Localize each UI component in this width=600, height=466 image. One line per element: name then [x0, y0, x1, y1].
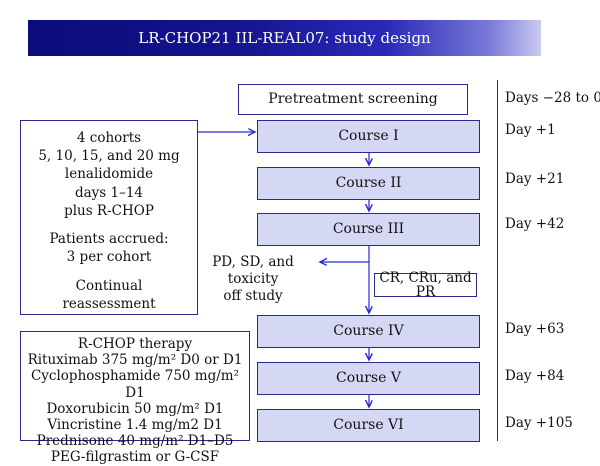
course-label: Course I [338, 128, 399, 145]
cohort-line: Continual [75, 277, 143, 294]
off-study-line: PD, SD, and toxicity [212, 254, 294, 287]
cohort-line: lenalidomide [64, 166, 154, 183]
cohort-box: 4 cohorts 5, 10, 15, and 20 mg lenalidom… [20, 120, 198, 315]
pretreatment-label: Pretreatment screening [268, 91, 438, 108]
cohort-line: 5, 10, 15, and 20 mg [38, 148, 180, 165]
course-i-box: Course I [257, 120, 480, 153]
off-study-line: off study [223, 287, 283, 304]
rchop-item: Cyclophosphamide 750 mg/m² D1 [30, 368, 240, 401]
response-box: CR, CRu, and PR [374, 269, 477, 300]
page-title: LR-CHOP21 IIL-REAL07: study design [138, 29, 431, 47]
cohort-line: 4 cohorts [76, 130, 142, 146]
day-label: Day +105 [505, 415, 573, 431]
off-study-label: PD, SD, and toxicity off study [192, 254, 314, 305]
cohort-line: Patients accrued: [49, 231, 169, 248]
rchop-box: R-CHOP therapy Rituximab 375 mg/m² D0 or… [20, 331, 250, 465]
day-label: Day +42 [505, 216, 565, 232]
cohort-line: days 1–14 [74, 184, 144, 201]
rchop-item: Prednisone 40 mg/m² D1–D5 [36, 433, 234, 450]
timeline-divider [497, 80, 499, 441]
response-label: CR, CRu, and PR [379, 269, 472, 300]
course-label: Course V [336, 370, 401, 387]
cohort-line: plus R-CHOP [64, 202, 154, 219]
cohort-line: reassessment [62, 295, 156, 312]
rchop-item: Vincristine 1.4 mg/m2 D1 [47, 416, 223, 433]
course-label: Course VI [333, 417, 404, 434]
day-label: Day +21 [505, 171, 565, 187]
rchop-item: Doxorubicin 50 mg/m² D1 [46, 400, 224, 417]
course-label: Course IV [333, 323, 404, 340]
course-iv-box: Course IV [257, 315, 480, 348]
day-label: Days −28 to 0 [505, 90, 600, 106]
pretreatment-box: Pretreatment screening [238, 84, 468, 115]
day-label: Day +63 [505, 321, 565, 337]
course-ii-box: Course II [257, 167, 480, 200]
course-vi-box: Course VI [257, 409, 480, 442]
title-banner: LR-CHOP21 IIL-REAL07: study design [28, 20, 541, 56]
course-v-box: Course V [257, 362, 480, 395]
day-label: Day +1 [505, 122, 556, 138]
course-iii-box: Course III [257, 213, 480, 246]
day-label: Day +84 [505, 368, 565, 384]
rchop-title: R-CHOP therapy [77, 336, 193, 352]
rchop-item: Rituximab 375 mg/m² D0 or D1 [27, 352, 243, 369]
course-label: Course III [332, 221, 405, 238]
cohort-line: 3 per cohort [66, 249, 152, 266]
course-label: Course II [335, 175, 402, 192]
